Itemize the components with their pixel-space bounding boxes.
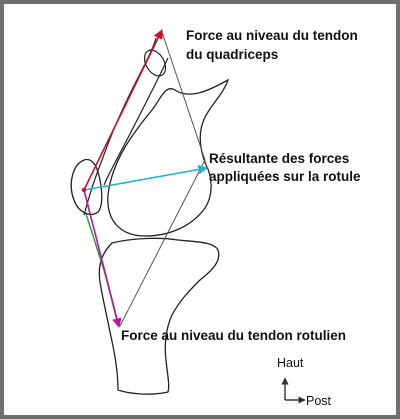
patellar-tendon-force-vector	[84, 190, 119, 327]
axis-label-post: Post	[306, 394, 332, 408]
label-quadriceps-line2: du quadriceps	[186, 47, 278, 62]
label-resultante-line2: appliquées sur la rotule	[209, 169, 361, 184]
label-resultante-line1: Résultante des forces	[209, 151, 349, 166]
axis-label-haut: Haut	[277, 356, 304, 370]
tendon-top-ellipse	[140, 46, 170, 79]
tibia	[99, 238, 218, 394]
application-point	[82, 188, 86, 192]
orientation-axes: Haut Post	[277, 356, 332, 408]
resultant-force-vector	[84, 168, 207, 190]
leader-rotulien	[120, 160, 205, 326]
patellar-tendon-green	[86, 214, 118, 325]
label-rotulien: Force au niveau du tendon rotulien	[121, 328, 346, 343]
label-quadriceps-line1: Force au niveau du tendon	[186, 28, 358, 43]
quadriceps-force-vector	[84, 30, 162, 190]
